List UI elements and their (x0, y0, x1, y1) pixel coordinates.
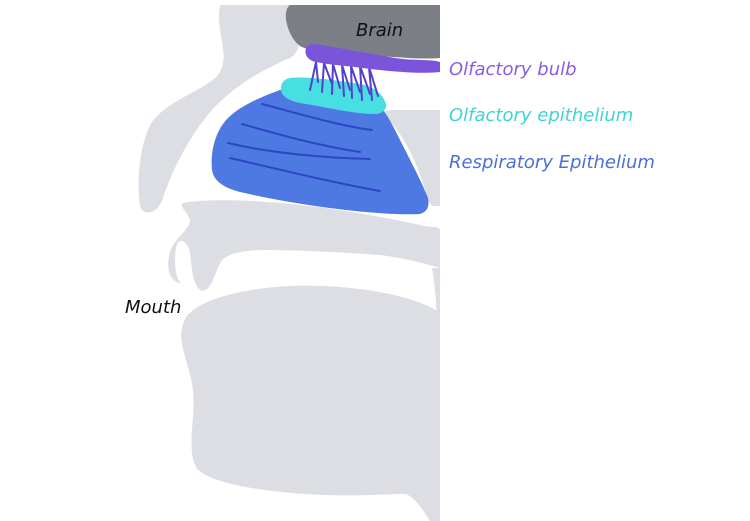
respiratory-fold-line (227, 142, 371, 160)
head-silhouette (138, 5, 440, 521)
nerve-fiber (359, 65, 371, 101)
brain (285, 5, 440, 59)
cavity-inner-back-wall (378, 110, 440, 206)
respiratory-folds (227, 103, 381, 192)
nerve-fiber (331, 63, 341, 95)
tongue-jaw-region (181, 285, 440, 521)
nerve-fiber (350, 65, 361, 99)
throat-wall (432, 268, 440, 360)
mouth-label: Mouth (125, 297, 181, 318)
respiratory-fold-line (241, 123, 361, 153)
hard-palate (168, 200, 440, 291)
respiratory-fold-line (229, 157, 381, 192)
olfactory-nerve-fibers-icon (309, 61, 379, 101)
nerve-fiber (321, 62, 333, 93)
olfactory-epithelium (280, 77, 387, 114)
nerve-fiber (309, 61, 319, 91)
nasal-cavity-upper-wall (138, 5, 300, 213)
nerve-fiber (368, 66, 379, 101)
olfactory-bulb-label: Olfactory bulb (449, 59, 577, 80)
olfactory-bulb (305, 44, 440, 73)
respiratory-fold-line (261, 103, 373, 131)
nerve-fiber (341, 64, 351, 97)
brain-label: Brain (356, 20, 403, 41)
respiratory-epithelium (211, 88, 429, 215)
respiratory-epithelium-label: Respiratory Epithelium (449, 152, 655, 173)
olfactory-epithelium-label: Olfactory epithelium (449, 105, 633, 126)
